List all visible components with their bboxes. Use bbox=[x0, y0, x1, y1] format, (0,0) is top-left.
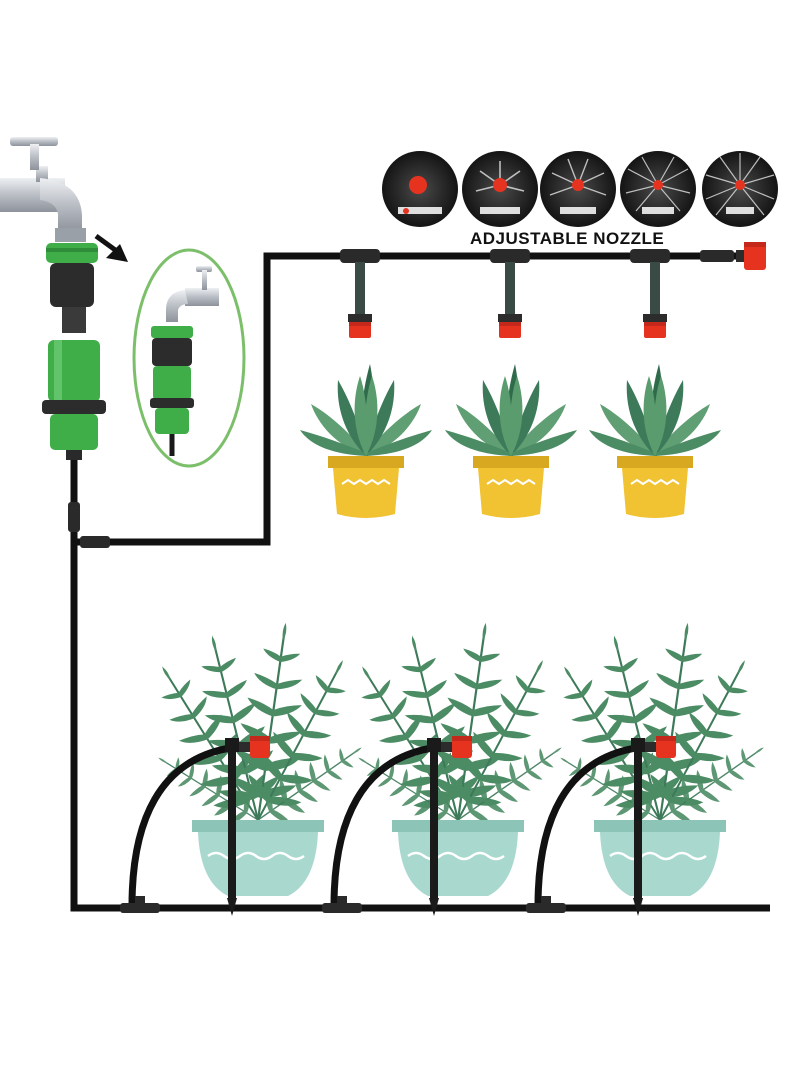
faucet-icon bbox=[0, 137, 86, 242]
spray-pattern-photo-2 bbox=[462, 151, 538, 227]
adjustable-nozzle-caption: ADJUSTABLE NOZZLE bbox=[470, 229, 665, 248]
top-line-fittings bbox=[340, 249, 734, 263]
spray-pattern-photo-4 bbox=[620, 151, 696, 227]
tee-connectors bbox=[68, 502, 566, 913]
spray-pattern-photos bbox=[382, 151, 778, 227]
drip-nozzle-icon bbox=[348, 242, 766, 338]
connector-mounted-inset bbox=[132, 248, 246, 468]
spray-pattern-photo-1 bbox=[382, 151, 458, 227]
spray-pattern-photo-5 bbox=[702, 151, 778, 227]
drip-stake-icon bbox=[128, 736, 676, 916]
spray-pattern-photo-3 bbox=[540, 151, 616, 227]
potted-plant-icon bbox=[300, 364, 721, 519]
hose-connector-icon bbox=[42, 243, 106, 460]
arrow-icon bbox=[94, 233, 128, 262]
